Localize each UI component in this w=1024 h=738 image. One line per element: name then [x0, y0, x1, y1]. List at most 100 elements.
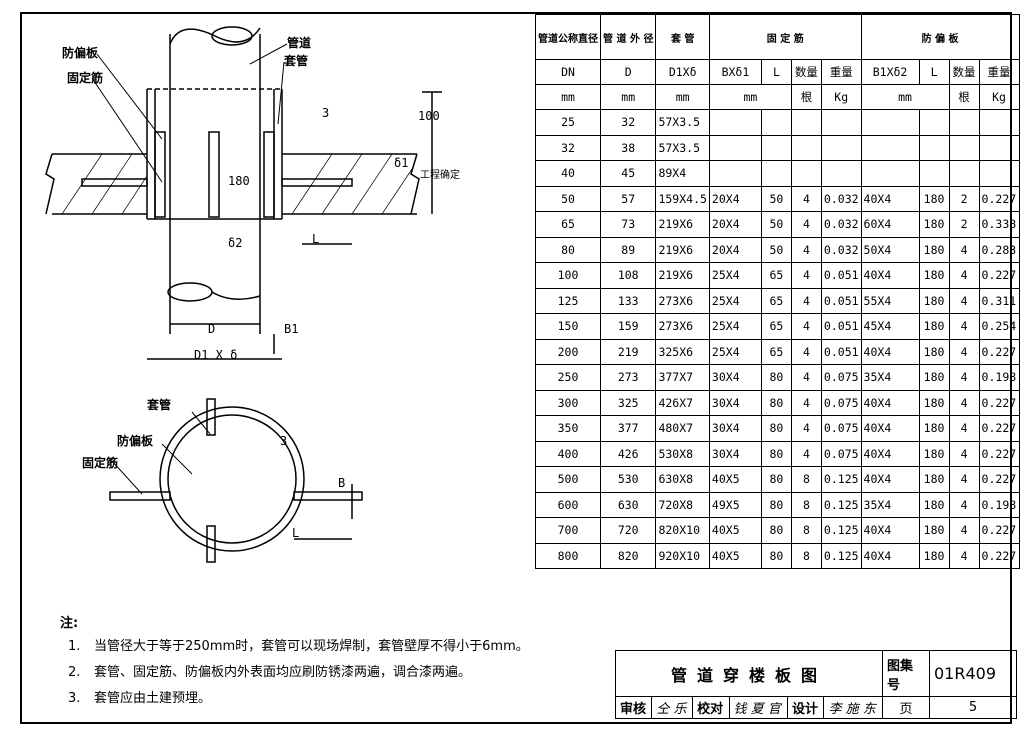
table-cell: 0.227 — [978, 262, 1020, 289]
table-cell: 0.051 — [820, 338, 862, 365]
table-cell — [708, 109, 762, 136]
table-cell: 180 — [918, 415, 950, 442]
table-cell: 108 — [599, 262, 657, 289]
dim-delta1: δ1 — [394, 156, 409, 170]
table-cell: 25X4 — [708, 262, 762, 289]
table-cell: 4 — [948, 466, 980, 493]
table-cell: 4 — [790, 236, 822, 263]
th2-0: DN — [535, 59, 601, 85]
section-drawing: 防偏板 固定筋 管道 套管 3 100 180 δ1 δ2 L 工程确定 D B… — [22, 14, 534, 604]
table-cell — [918, 134, 950, 161]
table-cell: 180 — [918, 517, 950, 544]
table-cell: 65 — [760, 262, 792, 289]
sleeve-drawing-svg — [45, 26, 442, 563]
table-cell: 0.032 — [820, 211, 862, 238]
plan-dim-B: B — [338, 476, 346, 490]
table-cell: 4 — [948, 313, 980, 340]
table-cell: 25X4 — [708, 313, 762, 340]
table-cell: 30X4 — [708, 389, 762, 416]
table-cell: 50 — [535, 185, 601, 212]
table-cell: 273 — [599, 364, 657, 391]
table-cell: 65 — [535, 211, 601, 238]
table-cell: 50 — [760, 211, 792, 238]
table-cell: 180 — [918, 338, 950, 365]
title-block: 管道穿楼板图 图集号 01R409 审核 仝 乐 校对 钱 夏 官 设计 李 施… — [614, 650, 1017, 719]
table-cell: 180 — [918, 185, 950, 212]
th2-3: BXδ1 — [708, 59, 762, 85]
notes-title: 注: — [60, 616, 79, 631]
table-cell: 0.227 — [978, 415, 1020, 442]
table-cell: 150 — [535, 313, 601, 340]
th-od: 管 道 外 径 — [599, 14, 657, 60]
table-cell: 40X4 — [860, 542, 920, 569]
table-cell: 0.051 — [820, 262, 862, 289]
table-cell: 4 — [790, 313, 822, 340]
table-cell: 300 — [535, 389, 601, 416]
spec-table: 管道公称直径 管 道 外 径 套 管 固 定 筋 防 偏 板 DN D D1Xδ… — [535, 14, 1020, 569]
design-signature: 李 施 东 — [823, 696, 883, 719]
table-cell: 325 — [599, 389, 657, 416]
note-text: 套管、固定筋、防偏板内外表面均应刷防锈漆两遍，调合漆两遍。 — [94, 665, 472, 680]
table-cell — [790, 160, 822, 187]
table-cell: 180 — [918, 389, 950, 416]
table-cell: 219X6 — [655, 236, 710, 263]
plan-dim-L: L — [292, 526, 300, 540]
table-cell: 8 — [790, 542, 822, 569]
table-cell: 0.125 — [820, 466, 862, 493]
dim-D1xd: D1 X δ — [194, 348, 238, 362]
th3-9: 根 — [948, 84, 980, 110]
table-cell: 0.283 — [978, 236, 1020, 263]
table-cell: 25 — [535, 109, 601, 136]
table-cell: 125 — [535, 287, 601, 314]
th3-6: Kg — [820, 84, 862, 110]
table-cell — [860, 109, 920, 136]
dim-D: D — [208, 322, 216, 336]
table-cell: 800 — [535, 542, 601, 569]
table-cell: 60X4 — [860, 211, 920, 238]
table-cell: 4 — [790, 211, 822, 238]
table-cell: 0.125 — [820, 517, 862, 544]
table-cell: 4 — [948, 440, 980, 467]
table-cell: 40X5 — [708, 517, 762, 544]
table-cell: 400 — [535, 440, 601, 467]
th-fixing-bar: 固 定 筋 — [708, 14, 862, 60]
table-cell: 80 — [760, 517, 792, 544]
table-header-row-1: 管道公称直径 管 道 外 径 套 管 固 定 筋 防 偏 板 — [535, 14, 1020, 60]
dim-180: 180 — [228, 174, 250, 188]
table-cell: 4 — [948, 491, 980, 518]
table-cell: 4 — [790, 415, 822, 442]
table-cell: 0.227 — [978, 517, 1020, 544]
table-cell: 4 — [790, 338, 822, 365]
table-cell: 49X5 — [708, 491, 762, 518]
table-cell: 40X4 — [860, 415, 920, 442]
dim-L: L — [312, 232, 320, 246]
th2-2: D1Xδ — [655, 59, 710, 85]
label-fixing-bar: 固定筋 — [67, 71, 104, 85]
th-anti-leak: 防 偏 板 — [860, 14, 1020, 60]
table-cell: 180 — [918, 313, 950, 340]
page-label: 页 — [882, 696, 930, 719]
table-cell: 200 — [535, 338, 601, 365]
table-cell: 0.075 — [820, 440, 862, 467]
table-header-row-3: mm mm mm mm 根 Kg mm 根 Kg — [535, 84, 1020, 110]
dim-delta2: δ2 — [228, 236, 243, 250]
table-cell: 45 — [599, 160, 657, 187]
th2-1: D — [599, 59, 657, 85]
table-cell — [760, 134, 792, 161]
table-cell: 73 — [599, 211, 657, 238]
table-cell: 40X4 — [860, 517, 920, 544]
table-cell: 159X4.5 — [655, 185, 710, 212]
table-cell: 0.227 — [978, 338, 1020, 365]
table-cell: 630X8 — [655, 466, 710, 493]
atlas-label: 图集号 — [882, 650, 930, 697]
table-cell: 180 — [918, 236, 950, 263]
th3-1: mm — [599, 84, 657, 110]
th3-10: Kg — [978, 84, 1020, 110]
